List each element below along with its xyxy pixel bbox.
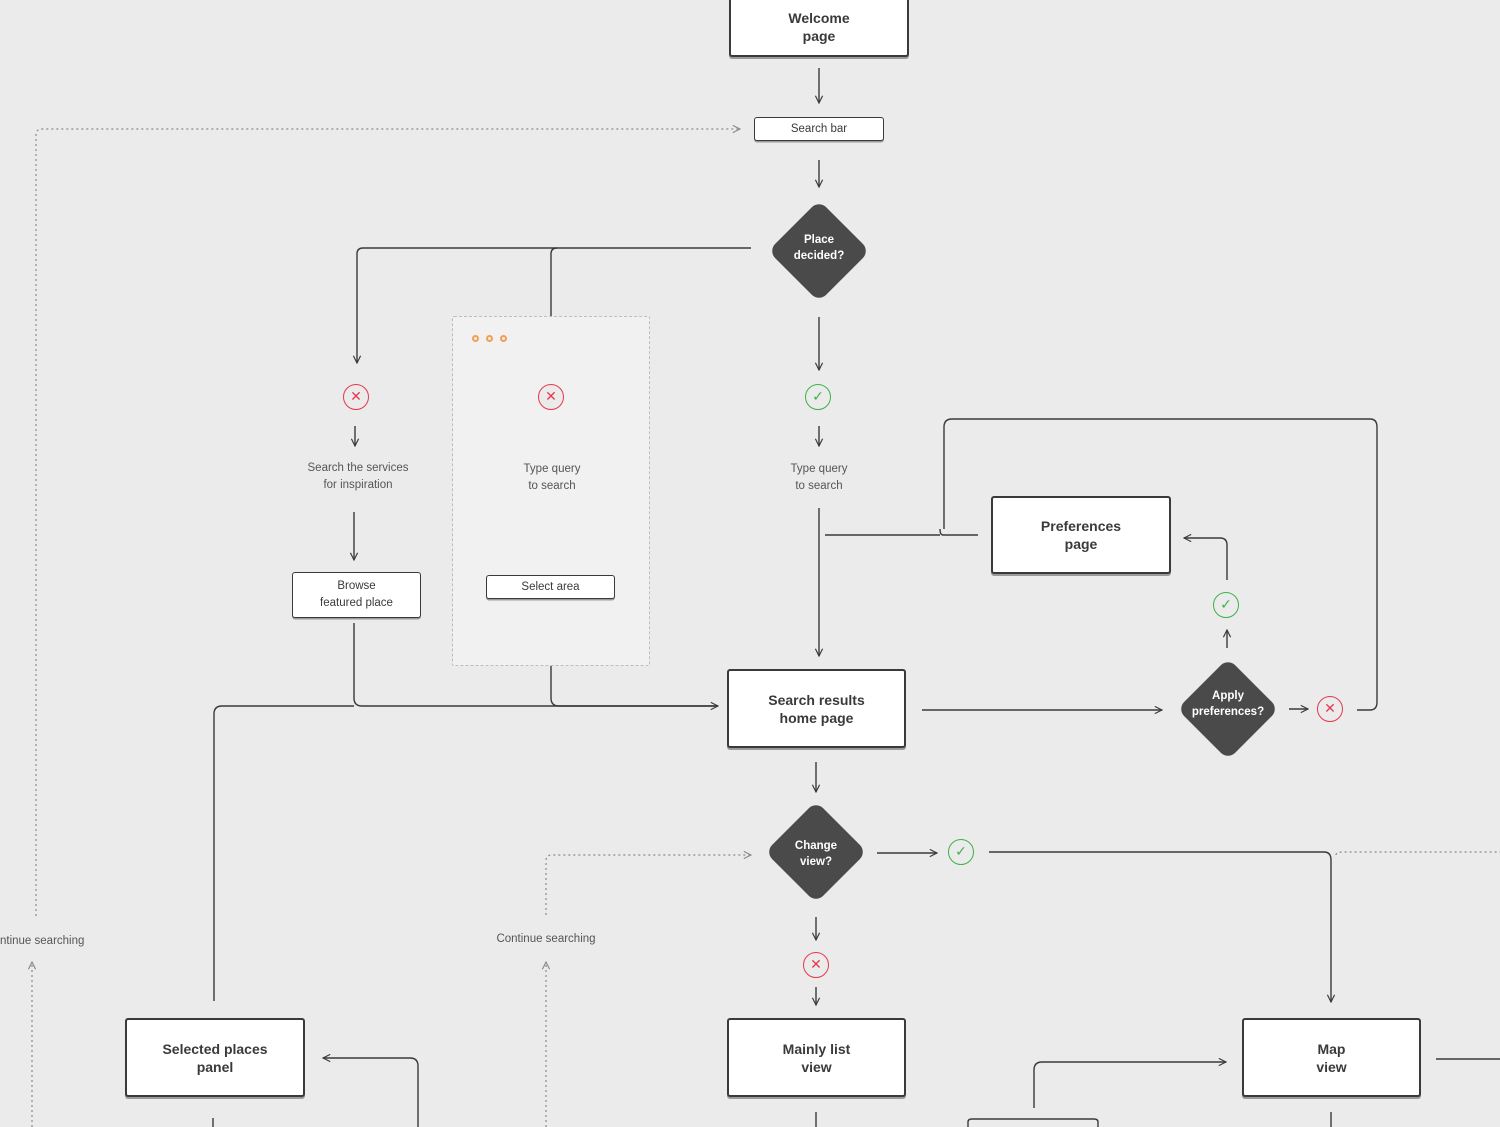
continue-searching-mid-label: Continue searching bbox=[496, 933, 596, 945]
check-icon: ✓ bbox=[948, 839, 974, 865]
cross-icon: ✕ bbox=[803, 952, 829, 978]
welcome-page-label: Welcome page bbox=[788, 9, 850, 44]
type-query-right-label: Type query to search bbox=[790, 463, 848, 492]
search-results-home-page-node: Search results home page bbox=[727, 669, 906, 748]
search-results-home-page-label: Search results home page bbox=[768, 691, 865, 726]
window-dot-icon bbox=[486, 335, 493, 342]
change-view-label: Change view? bbox=[794, 840, 838, 868]
preferences-page-node: Preferences page bbox=[991, 496, 1171, 574]
mainly-list-view-node: Mainly list view bbox=[727, 1018, 906, 1097]
browse-featured-place-node: Browse featured place bbox=[292, 572, 421, 618]
type-query-left-label: Type query to search bbox=[523, 463, 581, 492]
apply-preferences-label: Apply preferences? bbox=[1191, 690, 1265, 718]
cross-icon: ✕ bbox=[538, 384, 564, 410]
search-services-label: Search the services for inspiration bbox=[307, 462, 409, 491]
browse-featured-place-label: Browse featured place bbox=[320, 580, 393, 609]
search-bar-node: Search bar bbox=[754, 117, 884, 141]
cross-icon: ✕ bbox=[343, 384, 369, 410]
place-decided-label: Place decided? bbox=[793, 234, 845, 262]
mainly-list-view-label: Mainly list view bbox=[782, 1040, 851, 1075]
window-dot-icon bbox=[472, 335, 479, 342]
cross-icon: ✕ bbox=[1317, 696, 1343, 722]
select-area-node: Select area bbox=[486, 575, 615, 599]
selected-places-panel-label: Selected places panel bbox=[162, 1040, 268, 1075]
selected-places-panel-node: Selected places panel bbox=[125, 1018, 305, 1097]
select-area-label: Select area bbox=[521, 580, 580, 593]
map-view-node: Map view bbox=[1242, 1018, 1421, 1097]
check-icon: ✓ bbox=[805, 384, 831, 410]
search-bar-label: Search bar bbox=[790, 122, 848, 135]
window-dot-icon bbox=[500, 335, 507, 342]
preferences-page-label: Preferences page bbox=[1040, 518, 1122, 552]
check-icon: ✓ bbox=[1213, 592, 1239, 618]
welcome-page-node: Welcome page bbox=[729, 0, 909, 57]
browser-frame-panel bbox=[452, 316, 650, 666]
map-view-label: Map view bbox=[1316, 1040, 1347, 1075]
continue-searching-left-label: ntinue searching bbox=[0, 935, 85, 947]
